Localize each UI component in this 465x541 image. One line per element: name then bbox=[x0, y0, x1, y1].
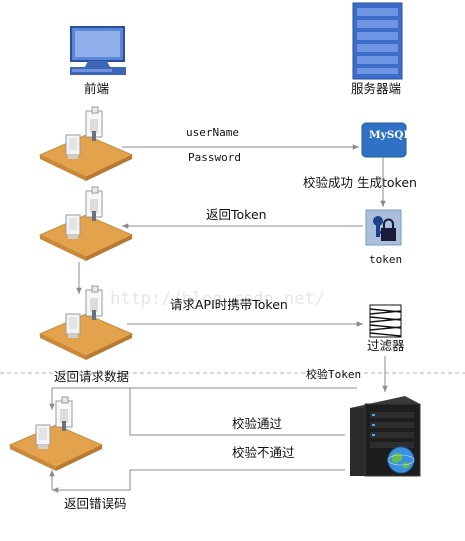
filter-icon bbox=[369, 304, 402, 338]
check-pass-label: 校验通过 bbox=[232, 416, 283, 431]
check-token-label: 校验Token bbox=[306, 367, 361, 381]
filter-label: 过滤器 bbox=[367, 338, 405, 353]
client-workstation-4 bbox=[9, 396, 103, 472]
key-lock-icon bbox=[365, 209, 402, 246]
watermark-text: http://blog.csdn.net/ bbox=[110, 289, 325, 309]
password-label: Password bbox=[188, 151, 241, 164]
server-tower-icon bbox=[350, 396, 421, 477]
mysql-icon: MySQL bbox=[361, 122, 411, 158]
return-data-label: 返回请求数据 bbox=[54, 369, 129, 384]
computer-icon bbox=[70, 26, 126, 75]
return-error-label: 返回错误码 bbox=[64, 496, 127, 511]
token-label: token bbox=[369, 253, 402, 266]
username-label: userName bbox=[186, 126, 239, 139]
server-label: 服务器端 bbox=[351, 81, 401, 96]
frontend-label: 前端 bbox=[84, 81, 109, 96]
return-token-label: 返回Token bbox=[206, 207, 267, 222]
server-rack-icon bbox=[352, 2, 403, 80]
check-fail-path bbox=[52, 469, 345, 493]
check-pass-path bbox=[129, 387, 357, 436]
client-workstation-1 bbox=[39, 106, 133, 182]
verify-success-label: 校验成功 生成token bbox=[303, 175, 417, 190]
globe-icon bbox=[387, 446, 415, 474]
client-workstation-2 bbox=[39, 186, 133, 262]
request-api-label: 请求API时携带Token bbox=[170, 297, 288, 312]
mysql-text: MySQL bbox=[369, 129, 411, 141]
check-fail-label: 校验不通过 bbox=[232, 445, 295, 460]
